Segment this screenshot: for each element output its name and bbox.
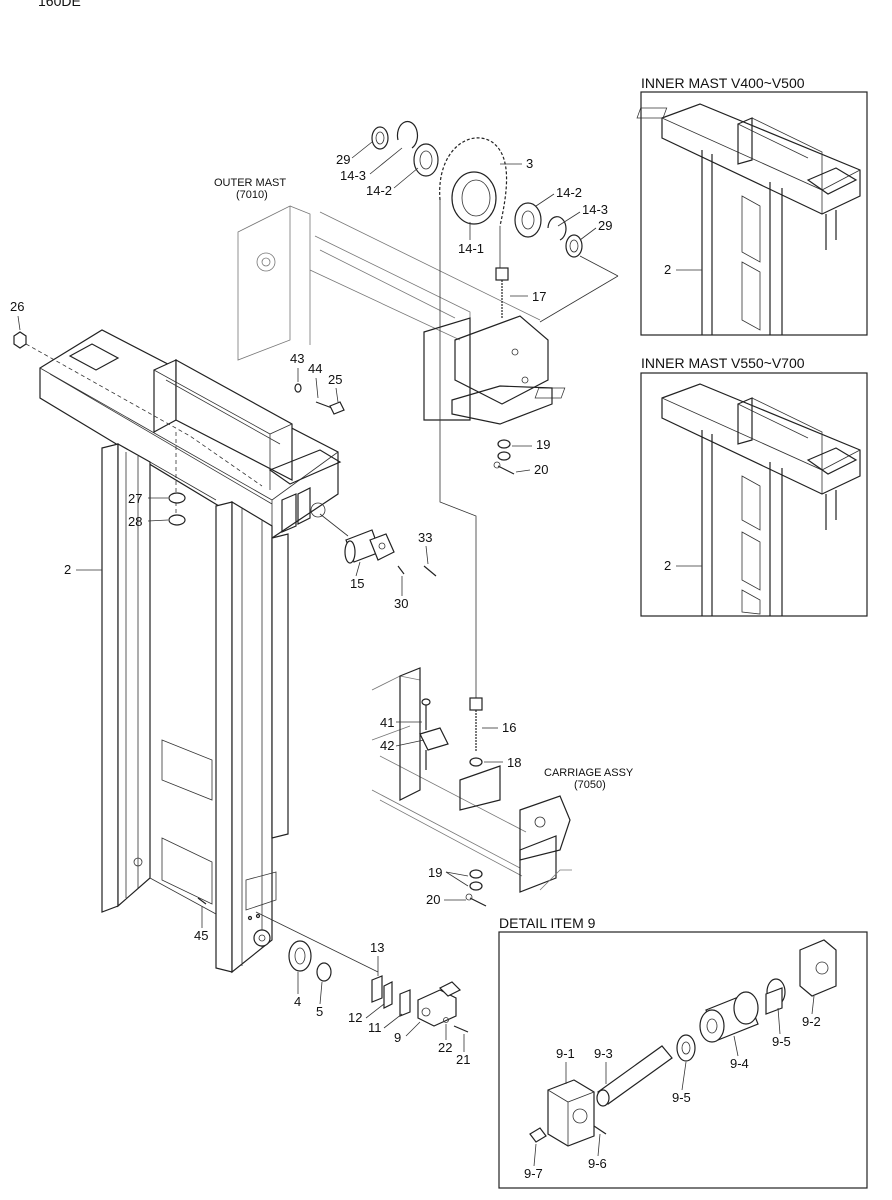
label-5: 5 [316,1004,323,1019]
label-2: 2 [64,562,71,577]
panel-inner-mast-v550-title: INNER MAST V550~V700 [641,355,805,371]
outer-mast-code: (7010) [236,189,268,201]
carriage-reference: CARRIAGE ASSY (7050) 41 42 [371,667,634,893]
label-14-3-left: 14-3 [340,168,366,183]
label-11: 11 [368,1020,382,1035]
label-21: 21 [456,1052,470,1067]
label-26: 26 [10,299,24,314]
panel-inner-mast-v400-title: INNER MAST V400~V500 [641,75,805,91]
label-25: 25 [328,372,342,387]
label-41: 41 [380,715,394,730]
model-title: 160DE [38,0,81,9]
detail-label-9-4: 9-4 [730,1056,749,1071]
chain-anchors: 17 19 20 16 18 19 20 [426,200,550,907]
inner2-label-2: 2 [664,558,671,573]
detail-label-9-5-right: 9-5 [772,1034,791,1049]
label-14-1: 14-1 [458,241,484,256]
label-15: 15 [350,576,364,591]
sheave-assembly: 29 14-3 14-2 3 14-1 14-2 14-3 29 [336,120,619,323]
detail-label-9-2: 9-2 [802,1014,821,1029]
outer-mast-reference: OUTER MAST (7010) [214,177,553,425]
inner1-label-2: 2 [664,262,671,277]
main-mast-hardware: 26 43 44 25 27 28 15 30 33 45 [10,299,437,943]
detail-label-9-3: 9-3 [594,1046,613,1061]
panel-inner-mast-v550: INNER MAST V550~V700 2 [534,355,868,617]
detail-label-9-7: 9-7 [524,1166,543,1181]
label-29-left: 29 [336,152,350,167]
label-17: 17 [532,289,546,304]
label-3: 3 [526,156,533,171]
label-4: 4 [294,994,301,1009]
label-22: 22 [438,1040,452,1055]
label-20-top: 20 [534,462,548,477]
main-mast: 2 [25,329,342,974]
label-19-top: 19 [536,437,550,452]
label-14-2-left: 14-2 [366,183,392,198]
label-45: 45 [194,928,208,943]
label-20-bottom: 20 [426,892,440,907]
label-12: 12 [348,1010,362,1025]
label-19-bottom: 19 [428,865,442,880]
detail-label-9-1: 9-1 [556,1046,575,1061]
label-42: 42 [380,738,394,753]
label-9: 9 [394,1030,401,1045]
panel-detail-item-9-title: DETAIL ITEM 9 [499,915,596,931]
label-29-right: 29 [598,218,612,233]
label-44: 44 [308,361,322,376]
detail-label-9-6: 9-6 [588,1156,607,1171]
label-30: 30 [394,596,408,611]
panel-inner-mast-v400: INNER MAST V400~V500 2 [636,75,868,336]
label-16: 16 [502,720,516,735]
carriage-caption: CARRIAGE ASSY [544,767,634,779]
label-28: 28 [128,514,142,529]
carriage-code: (7050) [574,779,606,791]
bottom-hardware: 4 5 13 12 11 9 21 22 [255,911,470,1067]
label-33: 33 [418,530,432,545]
detail-label-9-5-left: 9-5 [672,1090,691,1105]
label-14-3-right: 14-3 [582,202,608,217]
panel-detail-item-9: DETAIL ITEM 9 9-2 9-5 9-4 9-5 9-3 9-1 [498,915,868,1189]
label-13: 13 [370,940,384,955]
label-27: 27 [128,491,142,506]
label-14-2-right: 14-2 [556,185,582,200]
label-18: 18 [507,755,521,770]
outer-mast-caption: OUTER MAST [214,177,286,189]
label-43: 43 [290,351,304,366]
